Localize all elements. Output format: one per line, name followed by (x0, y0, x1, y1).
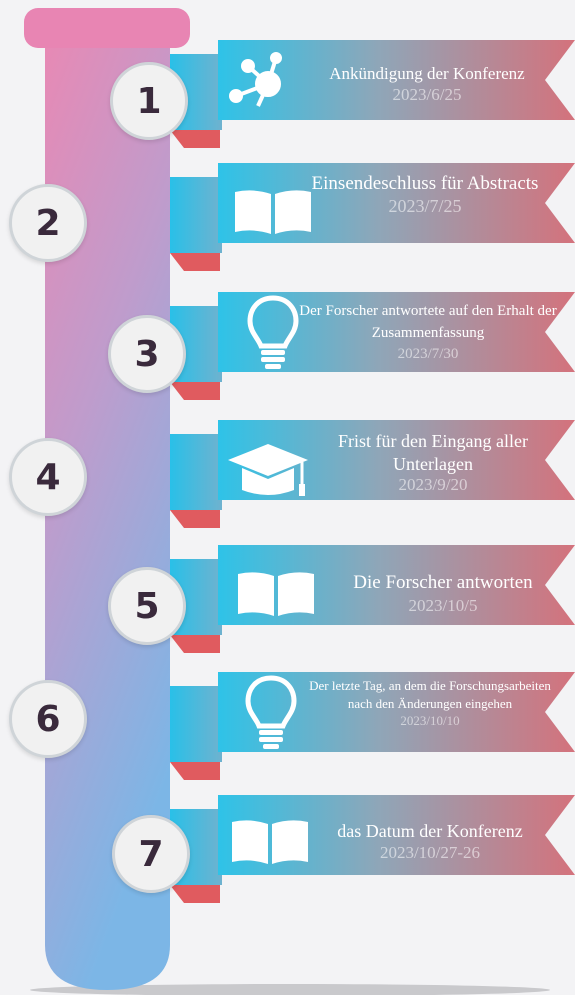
network-icon (229, 52, 282, 107)
banner-tab (170, 686, 222, 762)
lightbulb-icon (245, 675, 297, 749)
step-3-date: 2023/7/30 (397, 345, 459, 362)
step-number-3: 3 (108, 315, 186, 393)
step-4-text: Frist für den Eingang aller Unterlagen 2… (318, 430, 548, 496)
banner-ribbon (218, 420, 575, 500)
book-icon (232, 820, 308, 864)
step-banner (170, 420, 575, 528)
step-banner (170, 672, 575, 780)
step-number-7: 7 (112, 815, 190, 893)
banner-tab (170, 177, 222, 253)
banner-ribbon (218, 40, 575, 120)
step-5-date: 2023/10/5 (408, 595, 478, 615)
banner-fold (170, 635, 220, 653)
step-1-text: Ankündigung der Konferenz 2023/6/25 (286, 64, 568, 105)
step-6-text: Der letzte Tag, an dem die Forschungsarb… (300, 677, 560, 729)
step-number-1: 1 (110, 62, 188, 140)
step-2-text: Einsendeschluss für Abstracts 2023/7/25 (300, 172, 550, 218)
banner-ribbon (218, 672, 575, 752)
banner-fold (170, 382, 220, 400)
step-7-text: das Datum der Konferenz 2023/10/27-26 (300, 820, 560, 864)
step-1-title: Ankündigung der Konferenz (329, 64, 525, 83)
step-number-2: 2 (9, 184, 87, 262)
test-tube (24, 8, 190, 990)
step-3-text: Der Forscher antwortete auf den Erhalt d… (292, 301, 564, 363)
step-7-date: 2023/10/27-26 (379, 843, 481, 863)
step-number-4: 4 (9, 438, 87, 516)
step-3-title: Der Forscher antwortete auf den Erhalt d… (299, 303, 557, 341)
step-2-date: 2023/7/25 (388, 196, 462, 217)
book-icon (238, 572, 314, 616)
step-6-title: Der letzte Tag, an dem die Forschungsarb… (309, 678, 551, 712)
banner-tab (170, 434, 222, 510)
banner-fold (170, 130, 220, 148)
step-5-text: Die Forscher antworten 2023/10/5 (318, 570, 568, 616)
banner-fold (170, 253, 220, 271)
banner-fold (170, 885, 220, 903)
step-number-6: 6 (9, 680, 87, 758)
step-4-title: Frist für den Eingang aller Unterlagen (338, 431, 528, 474)
ground-shadow (30, 984, 550, 995)
step-4-date: 2023/9/20 (398, 475, 468, 494)
banner-fold (170, 762, 220, 780)
banner-fold (170, 510, 220, 528)
book-icon (235, 190, 311, 234)
step-1-date: 2023/6/25 (392, 84, 462, 104)
banner-ribbon (218, 292, 575, 372)
step-6-date: 2023/10/10 (400, 713, 460, 729)
step-number-5: 5 (108, 567, 186, 645)
step-7-title: das Datum der Konferenz (337, 821, 523, 841)
step-5-title: Die Forscher antworten (353, 572, 533, 593)
lightbulb-icon (247, 295, 299, 369)
graduation-cap-icon (228, 444, 308, 496)
step-2-title: Einsendeschluss für Abstracts (311, 173, 539, 194)
